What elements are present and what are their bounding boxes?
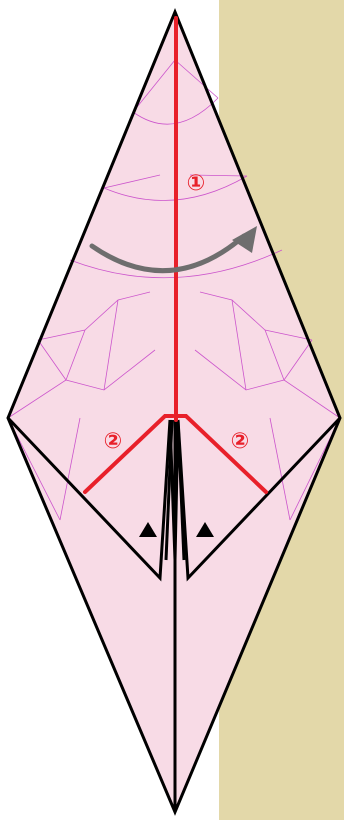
step-two-right-label: ② (231, 429, 250, 454)
step-two-left-label: ② (104, 429, 123, 454)
step-one-label: ① (187, 171, 206, 196)
